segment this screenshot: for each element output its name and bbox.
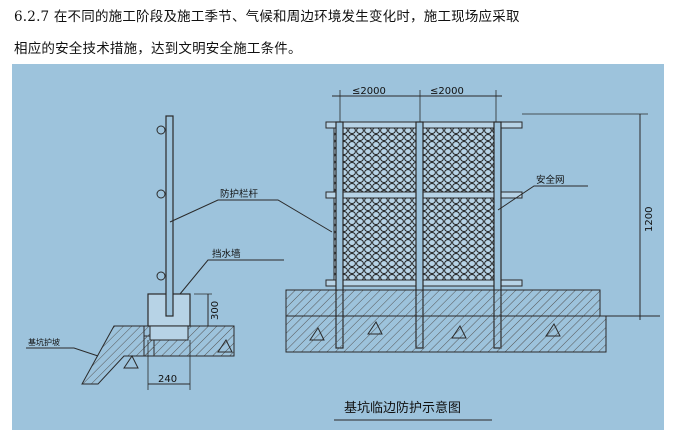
railing-post [165, 115, 174, 317]
wall-height-dim: 300 [210, 301, 221, 320]
concrete-marker [451, 325, 467, 339]
section-number: 6.2.7 [14, 9, 50, 25]
bottom-rail [325, 279, 523, 287]
railing-label: 防护栏杆 [220, 188, 259, 200]
rail-node [156, 189, 166, 199]
paragraph-line-2: 相应的安全技术措施，达到文明安全施工条件。 [14, 41, 302, 57]
railing-leader [169, 199, 333, 233]
rail-node [156, 125, 166, 135]
concrete-marker [367, 321, 383, 335]
concrete-marker [309, 327, 325, 341]
retaining-wall-leader [179, 259, 284, 295]
top-rail [325, 121, 523, 129]
pit-slope-leader [26, 347, 99, 357]
figure-caption: 基坑临边防护示意图 [344, 400, 461, 416]
pit-edge-protection-diagram: 防护栏杆 挡水墙 基坑护坡 300 240 ≤2000 ≤2000 安全网 12… [12, 64, 664, 430]
middle-rail [325, 191, 523, 199]
concrete-marker [123, 355, 139, 369]
paragraph-text-1: 在不同的施工阶段及施工季节、气候和周边环境发生变化时，施工现场应采取 [53, 9, 520, 25]
post-spacing-2: ≤2000 [430, 86, 464, 97]
elevation-wall [285, 289, 601, 317]
post-spacing-1: ≤2000 [352, 86, 386, 97]
safety-net-leader [497, 185, 588, 211]
paragraph-line-1: 6.2.7 在不同的施工阶段及施工季节、气候和周边环境发生变化时，施工现场应采取 [14, 5, 520, 25]
elevation-ground [285, 315, 607, 353]
concrete-marker [545, 323, 561, 337]
safety-net-label: 安全网 [536, 174, 565, 186]
wall-width-dim: 240 [158, 374, 177, 385]
pit-slope-label: 基坑护坡 [28, 337, 60, 347]
height-dim: 1200 [644, 207, 655, 232]
concrete-marker [217, 339, 233, 353]
rail-node [156, 271, 166, 281]
retaining-wall-label: 挡水墙 [212, 248, 241, 260]
